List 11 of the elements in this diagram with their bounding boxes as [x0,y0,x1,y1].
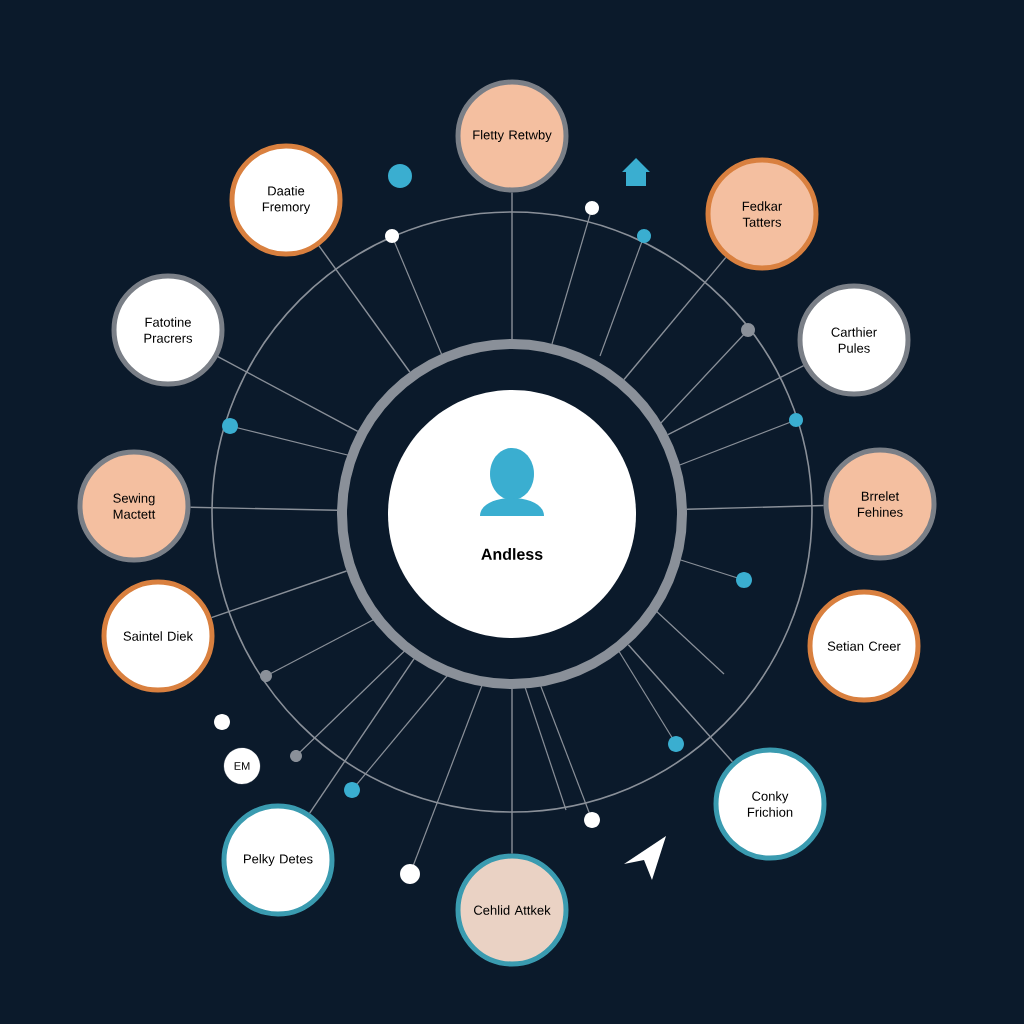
connector-line [308,658,415,814]
connector-line [189,506,338,511]
connector-line [511,191,513,340]
connector-line [623,256,727,381]
connector-line [210,570,348,619]
connector-line [627,644,734,763]
connector-line [511,688,513,855]
connector-line [667,364,805,436]
connector-line [217,355,359,433]
connector-line [318,245,411,373]
connector-line [686,504,825,510]
